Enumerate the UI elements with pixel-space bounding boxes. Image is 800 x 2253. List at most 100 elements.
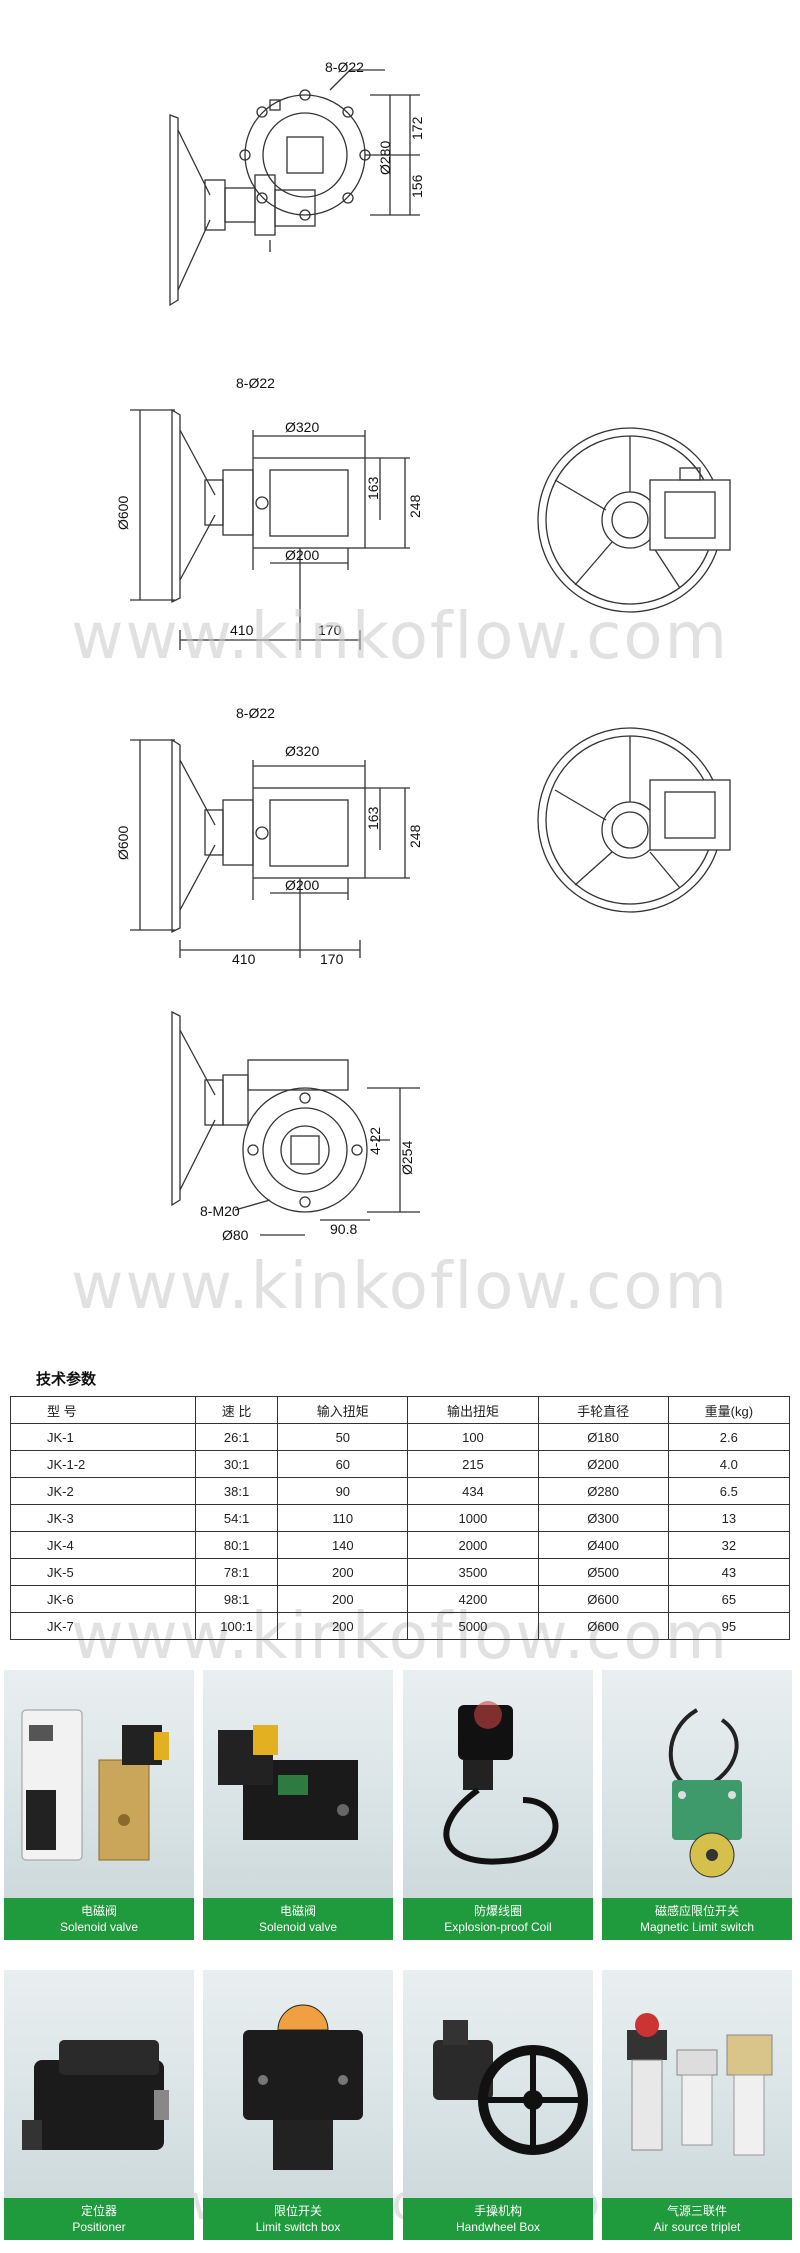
table-cell: JK-1-2	[10, 1450, 196, 1478]
table-cell: 100	[407, 1423, 539, 1451]
spec-title: 技术参数	[36, 1371, 97, 1388]
table-cell: JK-4	[10, 1531, 196, 1559]
watermark: www.kinkoflow.com	[71, 1250, 729, 1324]
table-cell: 110	[277, 1504, 409, 1532]
air-source-triplet-image	[627, 2013, 773, 2156]
table-cell: Ø600	[537, 1585, 669, 1613]
table-cell: 3500	[407, 1558, 539, 1586]
table-cell: Ø400	[537, 1531, 669, 1559]
table-cell: 80:1	[194, 1531, 279, 1559]
solenoid-valve-image	[218, 1725, 358, 1840]
table-cell: 90	[277, 1477, 409, 1505]
table-cell: 2000	[407, 1531, 539, 1559]
table-cell: 30:1	[194, 1450, 279, 1478]
table-cell: 43	[667, 1558, 791, 1586]
table-cell: 98:1	[194, 1585, 279, 1613]
solenoid-valve-image	[21, 1709, 169, 1861]
height-2: 248	[407, 824, 423, 848]
limit-switch-image	[668, 1708, 742, 1878]
table-cell: 26:1	[194, 1423, 279, 1451]
positioner-image	[22, 2040, 169, 2150]
table-cell: 200	[277, 1585, 409, 1613]
table-cell: 215	[407, 1450, 539, 1478]
table-cell: 78:1	[194, 1558, 279, 1586]
table-header-row: 型 号 速 比 输入扭矩 输出扭矩 手轮直径 重量(kg)	[10, 1396, 791, 1424]
table-cell: Ø300	[537, 1504, 669, 1532]
col-header: 手轮直径	[537, 1396, 669, 1424]
slots-label: 4-22	[367, 1127, 383, 1155]
table-cell: 32	[667, 1531, 791, 1559]
table-cell: JK-1	[10, 1423, 196, 1451]
table-cell: 4200	[407, 1585, 539, 1613]
col-header: 输出扭矩	[407, 1396, 539, 1424]
top-dia: Ø320	[285, 419, 319, 435]
len-2: 170	[320, 951, 344, 967]
table-cell: Ø200	[537, 1450, 669, 1478]
len-1: 410	[230, 622, 254, 638]
table-cell: 1000	[407, 1504, 539, 1532]
table-cell: 434	[407, 1477, 539, 1505]
limit-switch-box-image	[243, 2004, 363, 2170]
dim-dia: Ø280	[377, 141, 393, 175]
col-header: 型 号	[10, 1396, 196, 1424]
bottom-dia: Ø200	[285, 547, 319, 563]
table-cell: 100:1	[194, 1612, 279, 1640]
bolt-label: 8-Ø22	[325, 59, 364, 75]
table-cell: Ø180	[537, 1423, 669, 1451]
table-cell: 38:1	[194, 1477, 279, 1505]
bolt-label: 8-Ø22	[236, 375, 275, 391]
bolt-label: 8-Ø22	[236, 705, 275, 721]
table-cell: JK-3	[10, 1504, 196, 1532]
table-cell: 2.6	[667, 1423, 791, 1451]
table-cell: Ø280	[537, 1477, 669, 1505]
height-1: 163	[365, 806, 381, 830]
table-cell: 6.5	[667, 1477, 791, 1505]
table-cell: JK-2	[10, 1477, 196, 1505]
handwheel-image	[433, 2020, 588, 2155]
table-cell: 5000	[407, 1612, 539, 1640]
col-header: 输入扭矩	[277, 1396, 409, 1424]
drawing-view-1: 8-Ø22 Ø280 172 156	[169, 59, 425, 307]
table-cell: 60	[277, 1450, 409, 1478]
table-cell: 4.0	[667, 1450, 791, 1478]
table-cell: 200	[277, 1612, 409, 1640]
height-2: 248	[407, 494, 423, 518]
col-header: 重量(kg)	[667, 1396, 791, 1424]
drawing-view-3: 8-Ø22 Ø600 Ø320 Ø200 163 248 410 170	[115, 705, 731, 967]
table-cell: JK-6	[10, 1585, 196, 1613]
table-cell: 13	[667, 1504, 791, 1532]
drawing-view-2: 8-Ø22 Ø600 Ø320 Ø200 163 248 410 170	[115, 375, 731, 650]
dim-upper: 172	[409, 116, 425, 140]
len-1: 410	[232, 951, 256, 967]
bore-label: Ø80	[222, 1227, 249, 1243]
bottom-dia: Ø200	[285, 877, 319, 893]
len-2: 170	[318, 622, 342, 638]
table-cell: 54:1	[194, 1504, 279, 1532]
table-cell: JK-7	[10, 1612, 196, 1640]
table-cell: JK-5	[10, 1558, 196, 1586]
height-1: 163	[365, 476, 381, 500]
col-header: 速 比	[194, 1396, 279, 1424]
